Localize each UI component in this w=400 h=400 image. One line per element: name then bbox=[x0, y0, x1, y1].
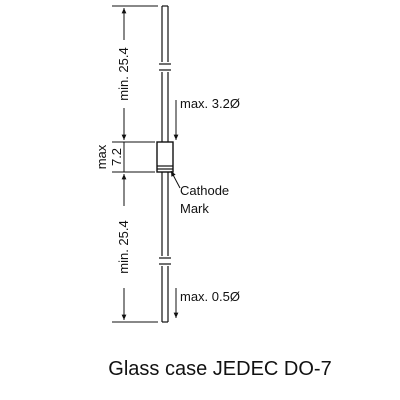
extension-lines bbox=[112, 5, 158, 323]
lead-diameter-label: max. 0.5Ø bbox=[180, 289, 240, 304]
top-lead-break bbox=[159, 63, 171, 71]
top-lead-length-label: min. 25.4 bbox=[116, 47, 131, 100]
top-lead-lower bbox=[161, 72, 169, 142]
bottom-lead bbox=[161, 266, 169, 323]
body-length-value-label: 7.2 bbox=[109, 148, 124, 166]
top-lead bbox=[161, 5, 169, 62]
cathode-mark-label-line2: Mark bbox=[180, 201, 209, 216]
bottom-lead-length-label: min. 25.4 bbox=[116, 220, 131, 273]
diode-body bbox=[156, 141, 174, 173]
bottom-lead-break bbox=[159, 257, 171, 265]
cathode-mark-label-line1: Cathode bbox=[180, 183, 229, 198]
diagram-caption: Glass case JEDEC DO-7 bbox=[108, 358, 331, 380]
cathode-band bbox=[157, 165, 173, 170]
body-diameter-label: max. 3.2Ø bbox=[180, 96, 240, 111]
cathode-mark-leader bbox=[170, 170, 181, 189]
bottom-lead-upper bbox=[161, 172, 169, 256]
body-length-prefix-label: max bbox=[94, 144, 109, 169]
